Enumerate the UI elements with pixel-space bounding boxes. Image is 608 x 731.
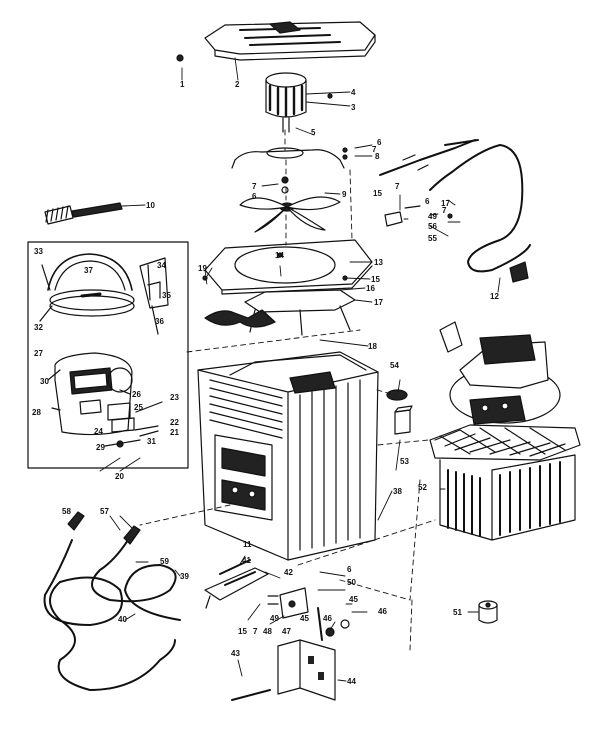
callout-32: 32 <box>34 323 43 332</box>
callout-54: 54 <box>390 361 399 370</box>
output-cables <box>43 511 181 691</box>
inset-box <box>27 241 189 469</box>
callout-12: 12 <box>490 292 499 301</box>
callout-53: 53 <box>400 457 409 466</box>
assembly-leaders <box>139 129 436 651</box>
terminal-bracket <box>231 639 336 701</box>
callout-24: 24 <box>94 427 103 436</box>
callout-35: 35 <box>162 291 171 300</box>
callout-33: 33 <box>34 247 43 256</box>
top-cover <box>204 21 376 61</box>
callout-25: 25 <box>134 403 143 412</box>
callout-6-c: 6 <box>425 197 430 206</box>
callout-46-a: 46 <box>378 607 387 616</box>
callout-17-b: 17 <box>374 298 383 307</box>
callout-45-a: 45 <box>349 595 358 604</box>
battery-clamp <box>204 559 269 609</box>
callout-5: 5 <box>311 128 316 137</box>
callout-58: 58 <box>62 507 71 516</box>
callout-38: 38 <box>393 487 402 496</box>
callout-41: 41 <box>242 556 251 565</box>
callout-4: 4 <box>351 88 356 97</box>
callout-30: 30 <box>40 377 49 386</box>
callout-15-c: 15 <box>238 627 247 636</box>
callout-48: 48 <box>263 627 272 636</box>
callout-8: 8 <box>375 152 380 161</box>
cabinet <box>197 351 379 561</box>
callout-7-b: 7 <box>252 182 257 191</box>
callout-27: 27 <box>34 349 43 358</box>
callout-16: 16 <box>366 284 375 293</box>
callout-13: 13 <box>374 258 383 267</box>
rectifier <box>386 389 413 435</box>
callout-7-d: 7 <box>442 206 447 215</box>
callout-50: 50 <box>347 578 356 587</box>
switch-assembly <box>267 587 350 641</box>
callout-59: 59 <box>160 557 169 566</box>
callout-43: 43 <box>231 649 240 658</box>
fuse <box>478 600 498 624</box>
callout-57: 57 <box>100 507 109 516</box>
callout-18: 18 <box>368 342 377 351</box>
callout-11: 11 <box>243 540 252 549</box>
callout-46-b: 46 <box>323 614 332 623</box>
callout-34: 34 <box>157 261 166 270</box>
callout-1: 1 <box>180 80 185 89</box>
callout-26: 26 <box>132 390 141 399</box>
callout-49-b: 49 <box>270 614 279 623</box>
callout-20: 20 <box>115 472 124 481</box>
callout-44: 44 <box>347 677 356 686</box>
callout-3: 3 <box>351 103 356 112</box>
callout-40: 40 <box>118 615 127 624</box>
callout-7-c: 7 <box>395 182 400 191</box>
callout-36: 36 <box>155 317 164 326</box>
callout-6-d: 6 <box>347 565 352 574</box>
callout-45-b: 45 <box>300 614 309 623</box>
callout-7-a: 7 <box>372 145 377 154</box>
callout-52: 52 <box>418 483 427 492</box>
callout-56: 56 <box>428 222 437 231</box>
power-cord <box>379 139 531 283</box>
callout-7-e: 7 <box>253 627 258 636</box>
callout-49-a: 49 <box>428 212 437 221</box>
transformer-assembly <box>429 321 581 541</box>
callout-37: 37 <box>84 266 93 275</box>
callout-47: 47 <box>282 627 291 636</box>
callout-17-a: 17 <box>441 199 450 208</box>
callout-23: 23 <box>170 393 179 402</box>
callout-51: 51 <box>453 608 462 617</box>
callout-leaders <box>99 57 501 682</box>
motor <box>265 72 307 133</box>
callout-9: 9 <box>342 190 347 199</box>
callout-39: 39 <box>180 572 189 581</box>
callout-55: 55 <box>428 234 437 243</box>
callout-21: 21 <box>170 428 179 437</box>
callout-10: 10 <box>146 201 155 210</box>
motor-bracket <box>231 147 345 169</box>
insulator-strip <box>204 309 276 328</box>
callout-2: 2 <box>235 80 240 89</box>
callout-22: 22 <box>170 418 179 427</box>
fan-blade <box>239 196 341 233</box>
callout-14: 14 <box>275 251 284 260</box>
callout-42: 42 <box>284 568 293 577</box>
callout-28: 28 <box>32 408 41 417</box>
callout-19: 19 <box>198 264 207 273</box>
callout-15-b: 15 <box>371 275 380 284</box>
callout-6-a: 6 <box>377 138 382 147</box>
callout-31: 31 <box>147 437 156 446</box>
cleaning-brush <box>44 202 123 225</box>
cover-screw <box>176 54 184 62</box>
top-plate <box>204 239 373 295</box>
callout-6-b: 6 <box>252 192 257 201</box>
callout-29: 29 <box>96 443 105 452</box>
callout-15-a: 15 <box>373 189 382 198</box>
